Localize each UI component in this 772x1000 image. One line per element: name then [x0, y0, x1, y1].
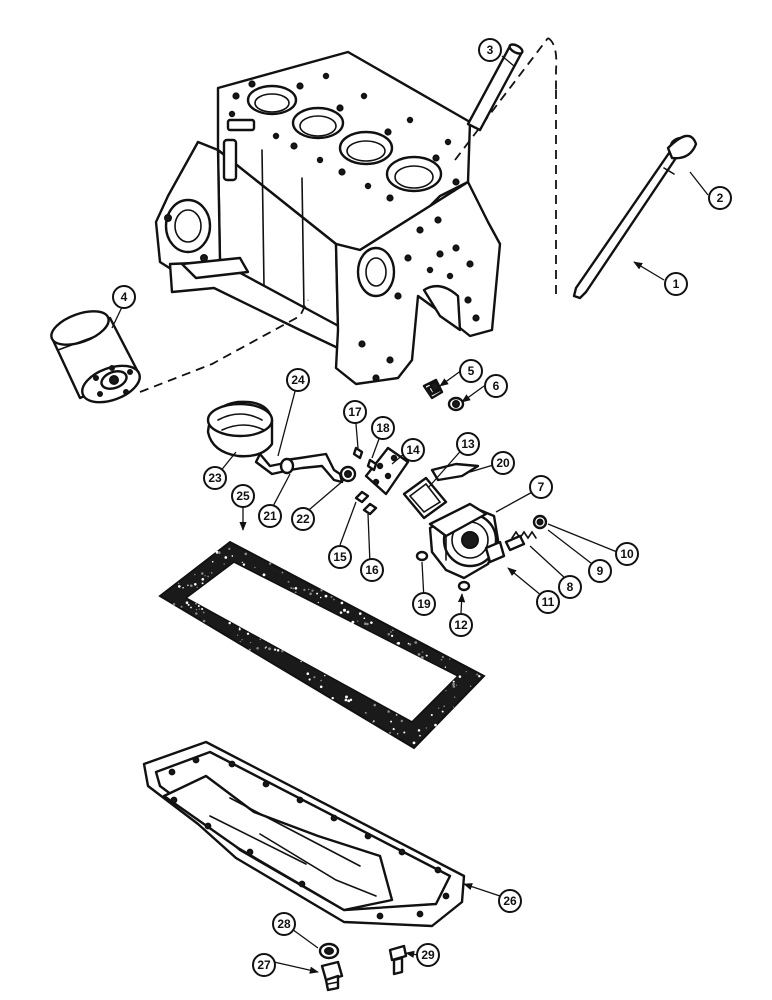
callouts: 1 2 3 4 5 6 7 8 9 10 11 12 13 14 15 16 1…	[112, 38, 732, 977]
dipstick	[555, 90, 698, 300]
dipstick-tube	[466, 37, 558, 132]
callout-26: 26	[498, 889, 522, 913]
oil-pan-gasket	[158, 540, 486, 750]
leader-lines	[111, 55, 709, 974]
callout-1: 1	[664, 272, 688, 296]
callout-25: 25	[231, 484, 255, 508]
svg-text:2: 2	[717, 191, 724, 205]
callout-15: 15	[328, 545, 352, 569]
callout-28: 28	[272, 912, 296, 936]
svg-text:11: 11	[542, 595, 555, 609]
svg-text:21: 21	[263, 509, 277, 523]
callout-11: 11	[536, 590, 560, 614]
callout-21: 21	[258, 504, 282, 528]
svg-text:23: 23	[208, 471, 222, 485]
oil-pump	[415, 502, 548, 592]
callout-6: 6	[484, 374, 508, 398]
engine-block	[154, 37, 549, 386]
plug-and-washer	[422, 378, 465, 412]
svg-text:12: 12	[454, 618, 468, 632]
svg-text:13: 13	[461, 437, 475, 451]
svg-text:10: 10	[620, 547, 634, 561]
svg-text:29: 29	[421, 948, 435, 962]
callout-10: 10	[615, 542, 639, 566]
svg-text:24: 24	[291, 373, 305, 387]
svg-text:27: 27	[257, 958, 271, 972]
callout-7: 7	[529, 475, 553, 499]
callout-24: 24	[286, 368, 310, 392]
callout-16: 16	[360, 558, 384, 582]
callout-13: 13	[456, 432, 480, 456]
drain-plug-gasket-bolt	[318, 942, 408, 992]
svg-text:6: 6	[493, 379, 500, 393]
callout-18: 18	[371, 416, 395, 440]
svg-text:28: 28	[277, 917, 291, 931]
callout-27: 27	[252, 953, 276, 977]
svg-text:16: 16	[365, 563, 379, 577]
svg-text:8: 8	[567, 580, 574, 594]
svg-text:18: 18	[376, 421, 390, 435]
callout-19: 19	[412, 592, 436, 616]
svg-text:5: 5	[468, 364, 475, 378]
svg-text:15: 15	[333, 550, 347, 564]
svg-text:3: 3	[487, 43, 494, 57]
callout-22: 22	[291, 507, 315, 531]
oil-pan	[142, 740, 466, 928]
callout-14: 14	[401, 438, 425, 462]
callout-4: 4	[112, 285, 136, 309]
svg-text:1: 1	[673, 277, 680, 291]
callout-20: 20	[491, 451, 515, 475]
callout-8: 8	[558, 575, 582, 599]
svg-text:26: 26	[503, 894, 517, 908]
svg-text:17: 17	[348, 405, 362, 419]
callout-12: 12	[449, 613, 473, 637]
callout-29: 29	[416, 943, 440, 967]
callout-2: 2	[708, 186, 732, 210]
oil-pump-screen-and-tube	[206, 400, 357, 484]
callout-9: 9	[588, 559, 612, 583]
callout-23: 23	[203, 466, 227, 490]
callout-3: 3	[478, 38, 502, 62]
svg-text:14: 14	[406, 443, 420, 457]
callout-17: 17	[343, 400, 367, 424]
svg-text:20: 20	[496, 456, 510, 470]
callout-5: 5	[459, 359, 483, 383]
svg-text:4: 4	[121, 290, 128, 304]
svg-text:25: 25	[236, 489, 250, 503]
svg-text:9: 9	[597, 564, 604, 578]
oil-filter	[50, 299, 309, 404]
svg-text:7: 7	[538, 480, 545, 494]
svg-text:22: 22	[296, 512, 310, 526]
svg-text:19: 19	[417, 597, 431, 611]
